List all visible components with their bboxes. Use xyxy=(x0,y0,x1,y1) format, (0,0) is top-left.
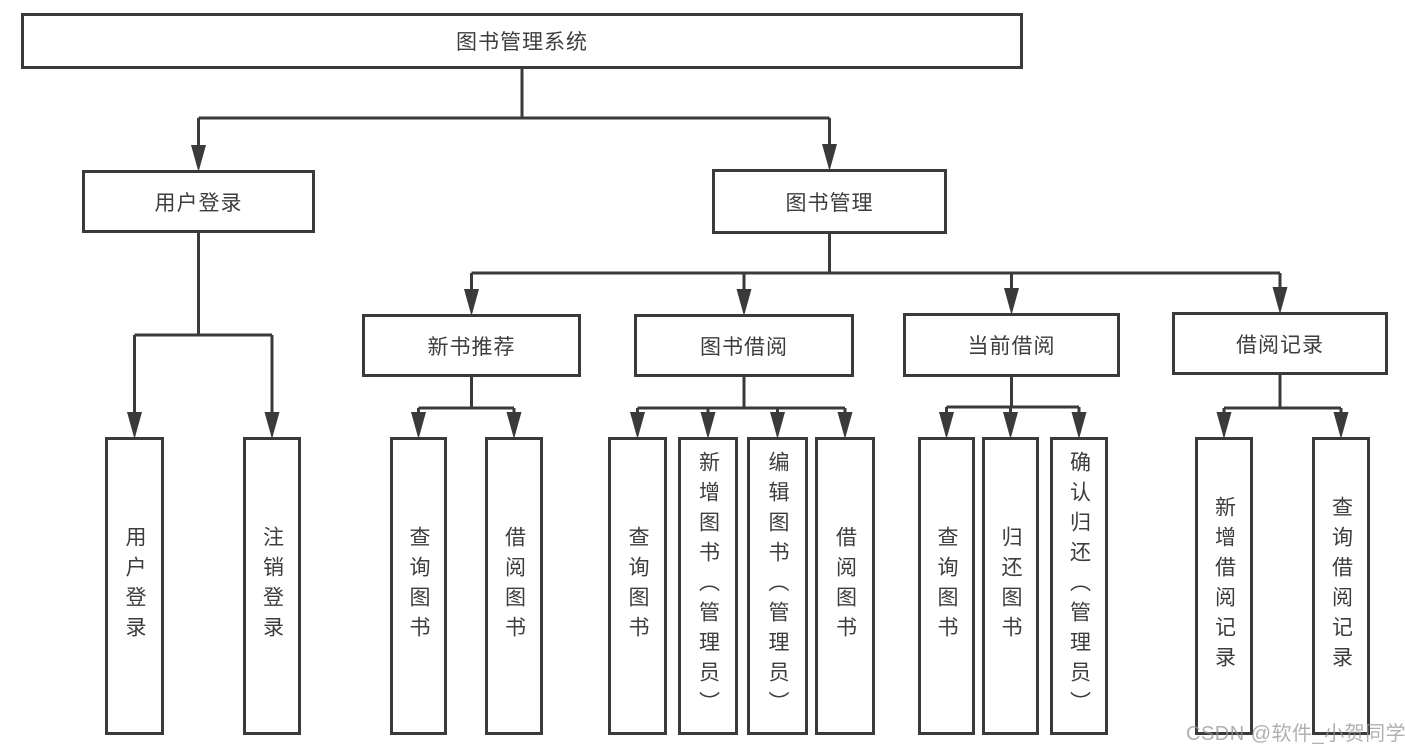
watermark: CSDN @软件_小贺同学 xyxy=(1186,723,1405,745)
node-borrow-records: 借阅记录 xyxy=(1172,312,1388,375)
node-leaf-confirm-return: 确认归还（管理员） xyxy=(1050,437,1108,735)
connector-root xyxy=(191,69,837,172)
arrowhead xyxy=(736,289,752,316)
node-leaf-edit-book: 编辑图书（管理员） xyxy=(747,437,808,735)
node-new-book-rec: 新书推荐 xyxy=(362,314,581,377)
arrowhead xyxy=(822,144,837,171)
arrowhead xyxy=(1216,412,1232,439)
arrowhead xyxy=(127,412,142,439)
node-leaf-search-borrow-record: 查询借阅记录 xyxy=(1312,437,1370,735)
node-leaf-user-login: 用户登录 xyxy=(105,437,164,735)
arrowhead xyxy=(506,412,522,439)
node-leaf-search-book-rec: 查询图书 xyxy=(390,437,447,735)
arrowhead xyxy=(191,145,206,172)
arrowhead xyxy=(264,412,280,439)
arrowhead xyxy=(1333,412,1349,439)
connector-book-borrow xyxy=(630,377,853,439)
arrowhead xyxy=(837,412,853,439)
connector-current-borrow xyxy=(939,377,1087,439)
node-book-borrow: 图书借阅 xyxy=(634,314,854,377)
arrowhead xyxy=(1003,412,1018,439)
node-leaf-borrow-book-rec: 借阅图书 xyxy=(485,437,543,735)
arrowhead xyxy=(770,412,785,439)
node-leaf-return-book: 归还图书 xyxy=(982,437,1039,735)
arrowhead xyxy=(630,412,645,439)
arrowhead xyxy=(939,412,954,439)
connector-book-mgmt xyxy=(464,234,1288,316)
node-leaf-add-book: 新增图书（管理员） xyxy=(678,437,738,735)
arrowhead xyxy=(1004,288,1019,315)
node-current-borrow: 当前借阅 xyxy=(903,313,1120,377)
connector-borrow-records xyxy=(1216,375,1349,439)
arrowhead xyxy=(411,412,426,439)
connector-user-login xyxy=(127,233,280,439)
arrowhead xyxy=(700,412,716,439)
connector-new-book-rec xyxy=(411,377,522,439)
arrowhead xyxy=(464,289,479,316)
node-leaf-borrow-book: 借阅图书 xyxy=(815,437,875,735)
node-leaf-add-borrow-record: 新增借阅记录 xyxy=(1195,437,1253,735)
node-leaf-search-book-borrow: 查询图书 xyxy=(608,437,667,735)
node-book-mgmt: 图书管理 xyxy=(712,169,947,234)
node-leaf-search-book-current: 查询图书 xyxy=(918,437,975,735)
node-leaf-logout-login: 注销登录 xyxy=(243,437,301,735)
arrowhead xyxy=(1272,287,1288,314)
arrowhead xyxy=(1071,412,1087,439)
node-root: 图书管理系统 xyxy=(21,13,1023,69)
node-user-login: 用户登录 xyxy=(82,170,315,233)
